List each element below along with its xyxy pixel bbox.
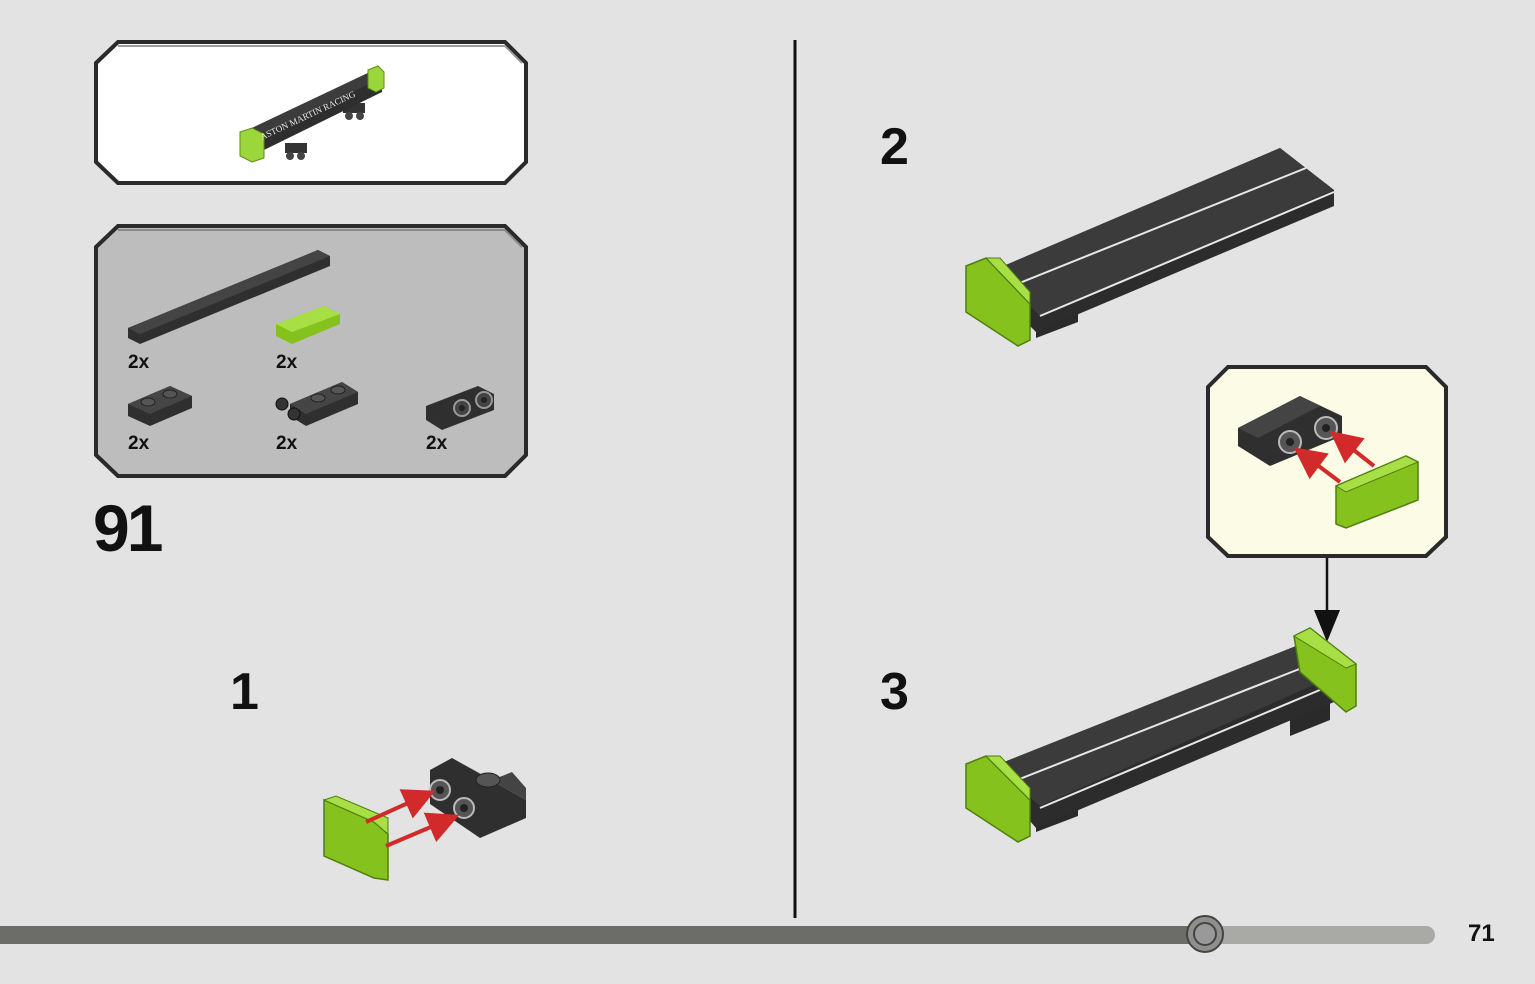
part-qty: 2x	[128, 352, 150, 373]
step-number: 91	[93, 491, 163, 565]
step2-spoiler-assembly-icon	[965, 148, 1335, 347]
black-plate-1x8-icon	[128, 250, 330, 344]
part-qty: 2x	[128, 433, 150, 454]
black-bracket-1x2-icon	[426, 386, 494, 430]
lime-tile-1x2-icon	[276, 306, 340, 344]
parts-list-box	[94, 224, 528, 478]
step3-spoiler-assembly-icon	[965, 627, 1357, 843]
part-qty: 2x	[426, 433, 448, 454]
callout-bracket-icon	[1238, 396, 1342, 466]
substep-number: 1	[230, 663, 259, 721]
callout-arrow-lower	[1293, 447, 1342, 484]
page-number: 71	[1468, 920, 1495, 947]
black-plate-1x2-icon	[128, 386, 192, 426]
step1-lime-tile-icon	[322, 795, 389, 881]
step1-bracket-icon	[429, 758, 526, 838]
part-qty: 2x	[276, 352, 298, 373]
callout-lime-tile-icon	[1334, 455, 1420, 529]
progress-fill	[0, 926, 1205, 944]
black-plate-with-clips-icon	[275, 382, 358, 426]
substep-number: 3	[880, 663, 909, 721]
step1-arrow-upper	[365, 789, 436, 824]
part-qty: 2x	[276, 433, 298, 454]
finished-spoiler-icon	[239, 65, 385, 163]
substep-number: 2	[880, 118, 909, 176]
callout-arrow-upper	[1329, 431, 1376, 468]
progress-bar	[0, 915, 1435, 953]
step1-arrow-lower	[385, 812, 460, 848]
callout-pointer-arrow	[1314, 558, 1340, 642]
